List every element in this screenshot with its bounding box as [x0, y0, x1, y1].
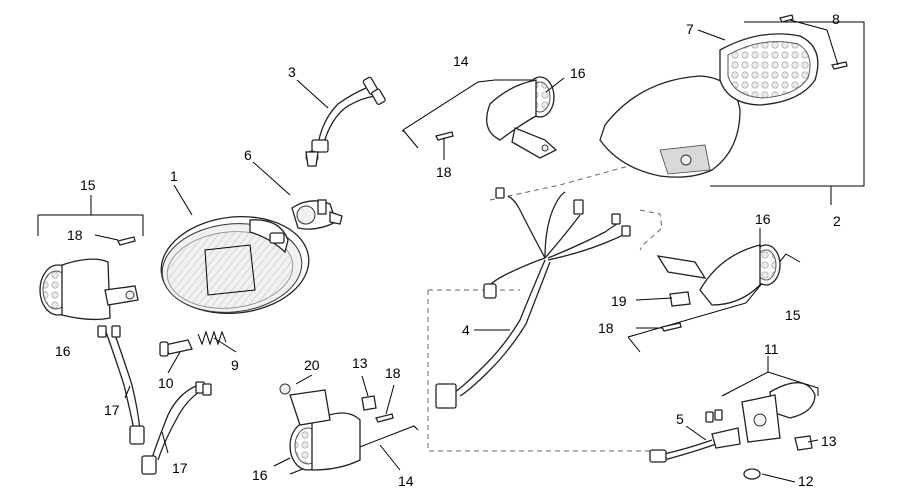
- callout-8: 8: [832, 11, 840, 27]
- callout-19: 19: [611, 293, 627, 309]
- callout-labels: 1 2 3 4 5 6 7 8 9 10 11 12 13 13 14 14 1…: [55, 11, 841, 489]
- callout-15-left: 15: [80, 177, 96, 193]
- main-wiring-harness: [435, 187, 631, 409]
- bottom-indicator-assembly: [279, 383, 394, 471]
- dashed-connection-lines: [427, 159, 671, 452]
- spring-and-screw: [159, 330, 227, 357]
- callout-14-top: 14: [453, 53, 469, 69]
- right-indicator-assembly: [656, 244, 781, 332]
- callout-9: 9: [231, 357, 239, 373]
- callout-1: 1: [170, 168, 178, 184]
- license-plate-lamp: [649, 382, 816, 480]
- leader-lines: [94, 19, 839, 483]
- headlamp-unit: [160, 215, 310, 315]
- callout-18-bottom: 18: [385, 365, 401, 381]
- callout-17-bottom: 17: [172, 460, 188, 476]
- callout-18-right: 18: [598, 320, 614, 336]
- tail-lamp-assembly: [599, 14, 848, 178]
- callout-6: 6: [244, 147, 252, 163]
- callout-20: 20: [304, 357, 320, 373]
- callout-7: 7: [686, 21, 694, 37]
- callout-12: 12: [798, 473, 814, 489]
- callout-4: 4: [462, 322, 470, 338]
- callout-13-right: 13: [821, 433, 837, 449]
- callout-18-left: 18: [67, 227, 83, 243]
- bulb-with-leads: [305, 76, 386, 167]
- callout-18-top: 18: [436, 164, 452, 180]
- callout-13-left: 13: [352, 355, 368, 371]
- callout-16-left: 16: [55, 343, 71, 359]
- callout-3: 3: [288, 64, 296, 80]
- callout-10: 10: [158, 375, 174, 391]
- callout-16-top: 16: [570, 65, 586, 81]
- bulb-socket: [291, 199, 343, 230]
- left-indicator-assembly: [39, 236, 139, 321]
- callout-14-bottom: 14: [398, 473, 414, 489]
- callout-16-bottom: 16: [252, 467, 268, 483]
- callout-11: 11: [764, 341, 779, 357]
- callout-5: 5: [676, 411, 684, 427]
- top-indicator-assembly: [435, 76, 558, 159]
- callout-17-left: 17: [104, 402, 120, 418]
- indicator-wires: [97, 325, 212, 475]
- callout-16-right: 16: [755, 211, 771, 227]
- callout-15-right: 15: [785, 307, 801, 323]
- callout-2: 2: [833, 213, 841, 229]
